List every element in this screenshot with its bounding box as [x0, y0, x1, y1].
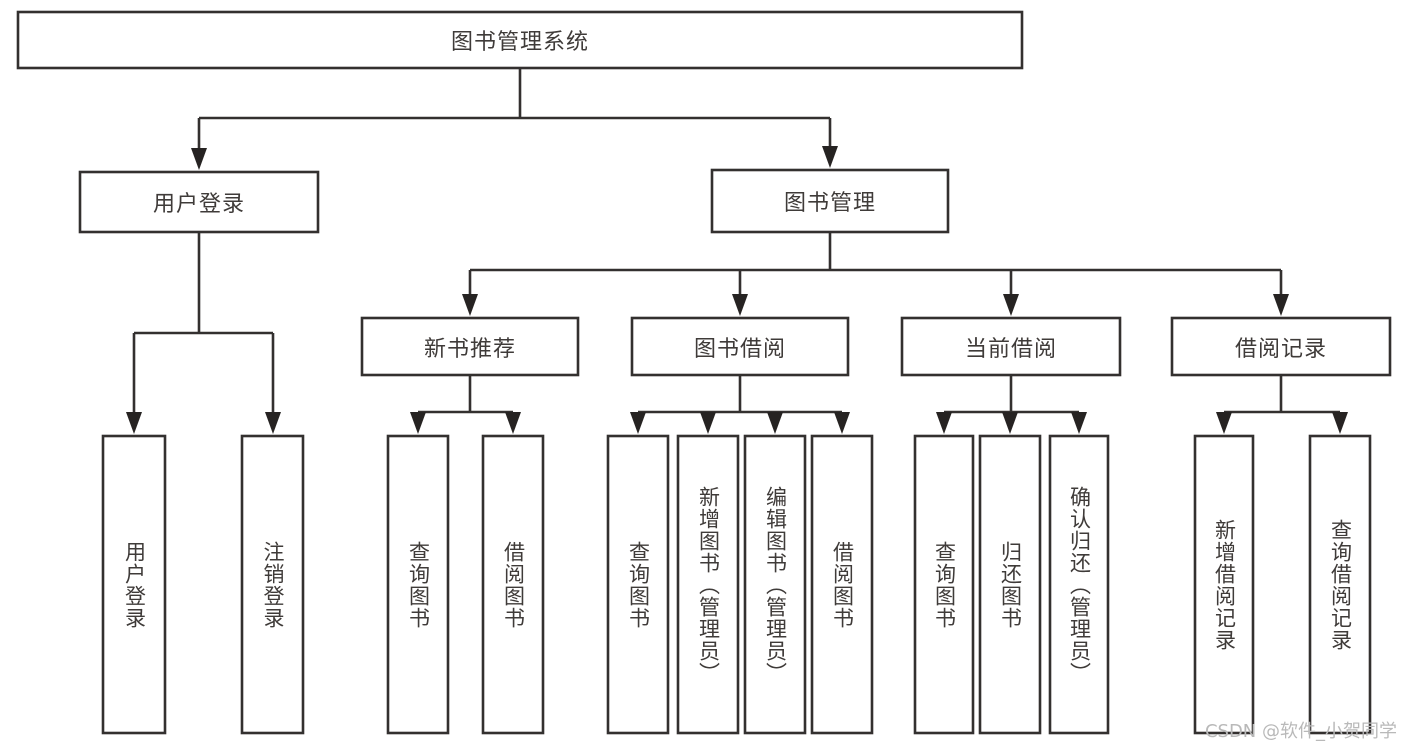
node-box-new-book-query[interactable]: [386, 434, 450, 735]
arrow-head-icon: [822, 146, 838, 168]
node-box-new-book-recommend[interactable]: [360, 316, 580, 377]
node-box-user-login[interactable]: [78, 170, 320, 234]
node-box-current-return-book[interactable]: [978, 434, 1042, 735]
node-box-current-query-book[interactable]: [913, 434, 975, 735]
arrow-head-icon: [265, 412, 281, 434]
node-box-record-query[interactable]: [1308, 434, 1372, 735]
arrow-head-icon: [1071, 412, 1087, 434]
arrow-head-icon: [936, 412, 952, 434]
arrow-head-icon: [732, 294, 748, 316]
arrow-head-icon: [126, 412, 142, 434]
node-layer: [16, 10, 1392, 735]
arrow-head-icon: [1273, 294, 1289, 316]
arrow-head-icon: [630, 412, 646, 434]
node-box-record-add[interactable]: [1193, 434, 1255, 735]
arrow-head-icon: [505, 412, 521, 434]
node-box-root[interactable]: [16, 10, 1024, 70]
node-box-user-logout-action[interactable]: [240, 434, 305, 735]
node-box-new-book-borrow[interactable]: [481, 434, 545, 735]
arrow-head-icon: [1332, 412, 1348, 434]
arrow-head-icon: [1216, 412, 1232, 434]
node-box-book-manage[interactable]: [710, 168, 950, 234]
arrow-head-icon: [410, 412, 426, 434]
arrow-head-icon: [700, 412, 716, 434]
arrow-head-icon: [834, 412, 850, 434]
node-box-borrow-edit-book[interactable]: [743, 434, 807, 735]
connector-layer: [126, 68, 1348, 434]
node-box-current-confirm-return[interactable]: [1048, 434, 1110, 735]
arrow-head-icon: [1003, 294, 1019, 316]
node-box-borrow-record[interactable]: [1170, 316, 1392, 377]
node-box-borrow-add-book[interactable]: [676, 434, 740, 735]
arrow-head-icon: [462, 294, 478, 316]
node-box-user-login-action[interactable]: [101, 434, 167, 735]
node-box-borrow-query-book[interactable]: [606, 434, 670, 735]
node-box-current-borrow[interactable]: [900, 316, 1122, 377]
arrow-head-icon: [191, 148, 207, 170]
node-box-borrow-borrow-book[interactable]: [810, 434, 874, 735]
node-box-book-borrow[interactable]: [630, 316, 850, 377]
arrow-head-icon: [1002, 412, 1018, 434]
arrow-head-icon: [767, 412, 783, 434]
